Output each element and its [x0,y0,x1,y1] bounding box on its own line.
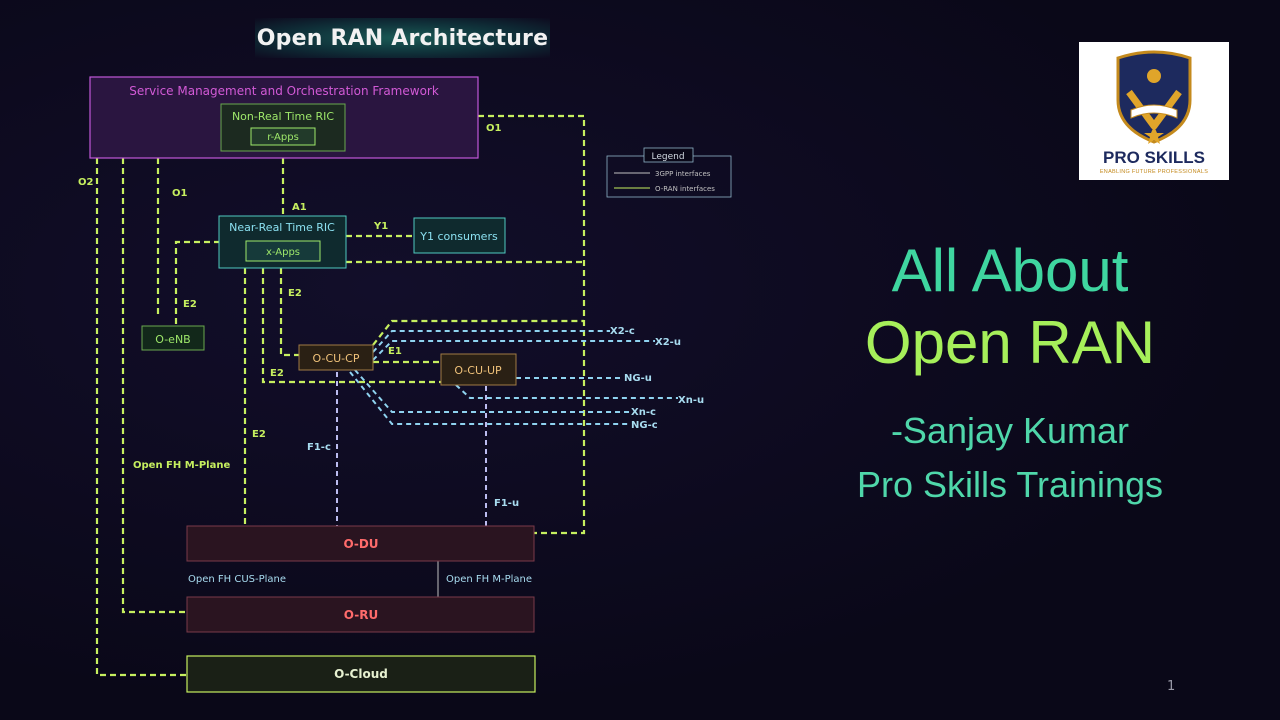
label-e2-cucp: E2 [270,368,284,379]
label-o2: O2 [78,177,94,188]
o-du-box [186,525,535,562]
o-cloud-box [186,655,536,693]
label-ngu: NG-u [624,373,652,384]
label-e2-cu: E2 [288,288,302,299]
y1-consumers-label: Y1 consumers [419,230,498,243]
y1-consumers-box [413,217,506,254]
label-xnu: Xn-u [678,395,704,406]
label-e2-enb: E2 [183,299,197,310]
label-y1: Y1 [373,221,388,232]
label-fh-m-plane-left: Open FH M-Plane [133,460,230,471]
o-cu-up-label: O-CU-UP [454,364,502,377]
o-ru-label: O-RU [344,608,378,622]
legend-item-3gpp: 3GPP interfaces [655,170,711,178]
rapps-box [250,127,316,146]
legend-item-oran: O-RAN interfaces [655,185,715,193]
diagram-title: Open RAN Architecture [255,18,550,58]
label-fh-m-plane-right: Open FH M-Plane [446,574,532,585]
open-ran-architecture-diagram: Service Management and Orchestration Fra… [78,76,732,693]
o-cu-cp-label: O-CU-CP [313,352,360,365]
label-f1c: F1-c [307,442,331,453]
o-cu-cp-box [298,344,374,371]
o-du-label: O-DU [343,537,378,551]
o-cu-up-box [440,353,517,386]
legend-title-box [643,147,694,163]
gpp-interface-lines [336,330,678,526]
legend-title: Legend [651,152,684,162]
label-o1-top: O1 [486,123,502,134]
label-ngc: NG-c [631,420,658,431]
headline-author: -Sanjay Kumar [890,410,1130,451]
near-rt-ric-label: Near-Real Time RIC [229,221,335,234]
label-x2u: X2-u [655,337,681,348]
shield-emblem-icon [1116,50,1192,144]
label-a1: A1 [292,202,307,213]
smo-label: Service Management and Orchestration Fra… [129,84,439,98]
fh-labels: Open FH CUS-Plane Open FH M-Plane [188,574,532,585]
oran-interface-lines [95,114,586,677]
page-number: 1 [1167,679,1176,694]
headline-org: Pro Skills Trainings [856,464,1164,505]
o-enb-box [141,325,205,351]
logo-text: PRO SKILLS [1102,148,1205,167]
logo-tagline: ENABLING FUTURE PROFESSIONALS [1099,169,1209,175]
label-f1u: F1-u [494,498,519,509]
xapps-box [245,240,321,262]
gpp-labels: X2-c X2-u NG-u Xn-u Xn-c NG-c F1-c F1-u [307,326,704,509]
pro-skills-logo: PRO SKILLS ENABLING FUTURE PROFESSIONALS [1079,42,1229,180]
rapps-label: r-Apps [267,132,299,143]
label-fh-cus-plane: Open FH CUS-Plane [188,574,286,585]
xapps-label: x-Apps [266,247,300,258]
non-rt-ric-label: Non-Real Time RIC [232,110,334,123]
o-enb-label: O-eNB [155,333,190,346]
o-ru-box [186,596,535,633]
label-e1: E1 [388,346,402,357]
o-cloud-label: O-Cloud [334,667,388,681]
label-x2c: X2-c [610,326,635,337]
label-o1-mid: O1 [172,188,188,199]
headline-line2: Open RAN [864,309,1156,376]
label-e2-du: E2 [252,429,266,440]
oran-labels: O1 O2 O1 A1 Y1 E2 E2 E2 E2 E1 Open FH M-… [78,123,502,471]
label-xnc: Xn-c [631,407,656,418]
headline-line1: All About [891,237,1129,304]
